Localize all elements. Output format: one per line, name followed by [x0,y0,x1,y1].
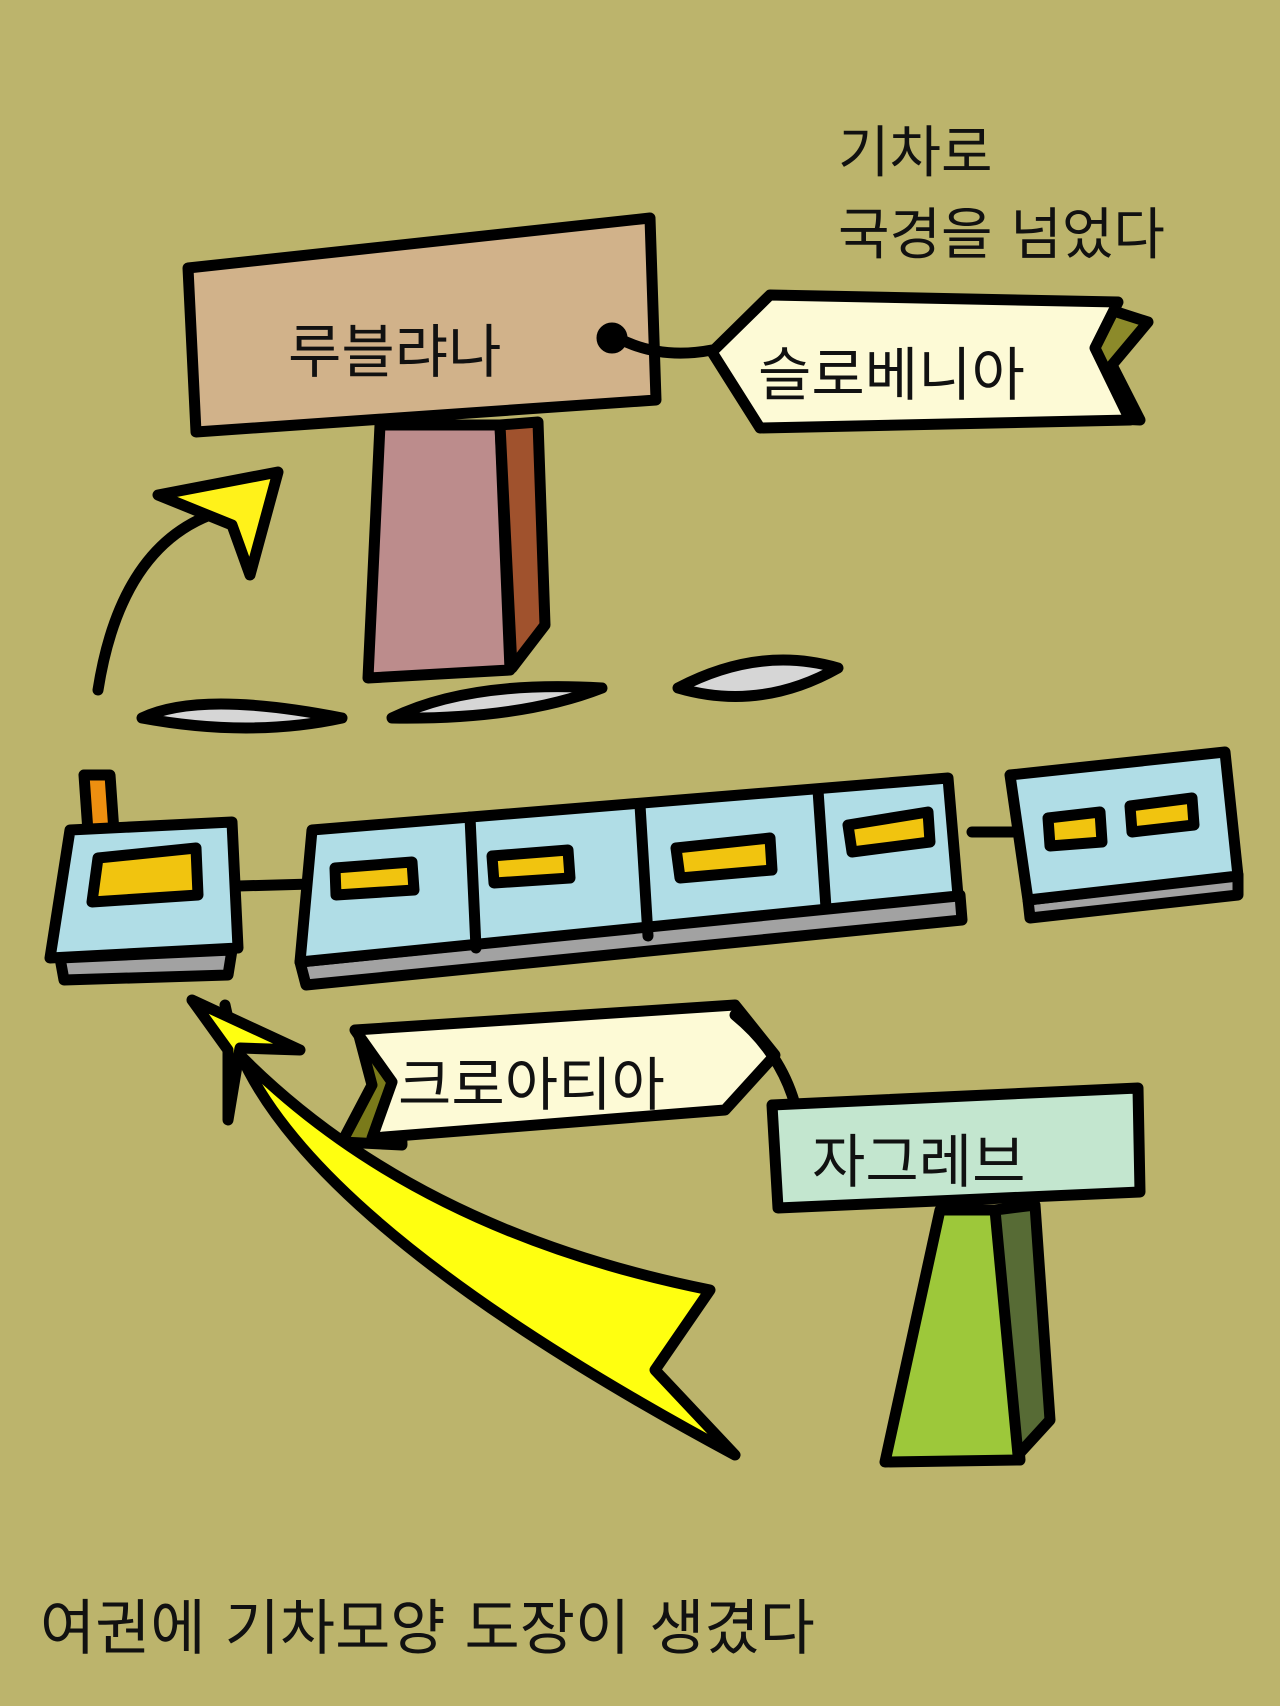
leaf [392,687,602,719]
ljubljana-post [368,425,510,678]
train-carriages [300,778,962,985]
croatia-tag-label: 크로아티아 [398,1038,665,1122]
slovenia-tag-label: 슬로베니아 [758,328,1025,412]
title-line-1: 기차로 [838,108,993,189]
ljubljana-post-shadow [500,422,545,668]
leaf [678,660,838,696]
train-window [92,848,198,902]
ljubljana-sign-label: 루블랴나 [288,305,501,389]
curved-arrow-top [98,472,278,690]
leaf [142,704,342,728]
train-window [1048,812,1102,846]
zagreb-sign-label: 자그레브 [812,1115,1025,1199]
train-window [335,862,414,895]
title-line-2: 국경을 넘었다 [838,190,1165,271]
train-locomotive [50,775,238,980]
train-coupling [238,884,312,886]
sign-nail [602,328,622,348]
train-window [848,812,930,852]
train-last-carriage [1010,752,1238,918]
train-window [676,838,772,878]
train-window [492,850,570,883]
ljubljana-signpost [188,218,656,678]
caption: 여권에 기차모양 도장이 생겼다 [40,1580,815,1667]
carriage-divider [470,817,476,948]
train-window [1130,798,1194,832]
